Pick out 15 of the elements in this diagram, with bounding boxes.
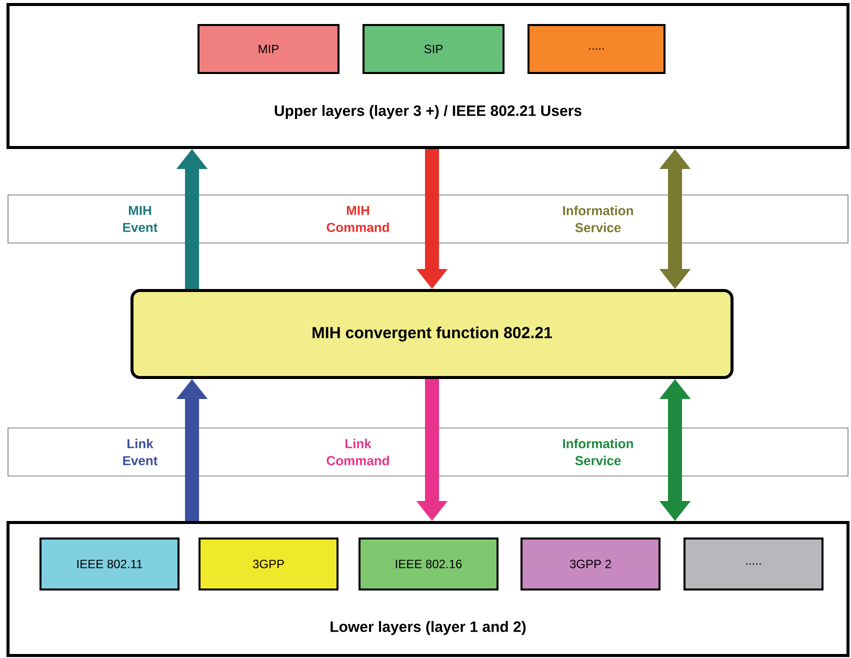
protocol-box: 3GPP [198, 538, 338, 590]
protocol-box: ..... [528, 24, 666, 74]
protocol-box: 3GPP 2 [520, 538, 660, 590]
edge-label: Link Event [115, 438, 165, 466]
edge-label: MIH Event [115, 204, 165, 234]
edge-label: MIH Command [318, 204, 398, 234]
function-box: MIH convergent function 802.21 [130, 289, 734, 379]
edge-label: Link Command [318, 438, 398, 466]
protocol-box: ..... [684, 538, 824, 590]
edge-label: Information Service [553, 438, 643, 466]
protocol-box: MIP [198, 24, 340, 74]
edge-label: Information Service [553, 204, 643, 234]
protocol-box: IEEE 802.16 [358, 538, 498, 590]
protocol-box: IEEE 802.11 [40, 538, 180, 590]
protocol-box: SIP [362, 24, 504, 74]
